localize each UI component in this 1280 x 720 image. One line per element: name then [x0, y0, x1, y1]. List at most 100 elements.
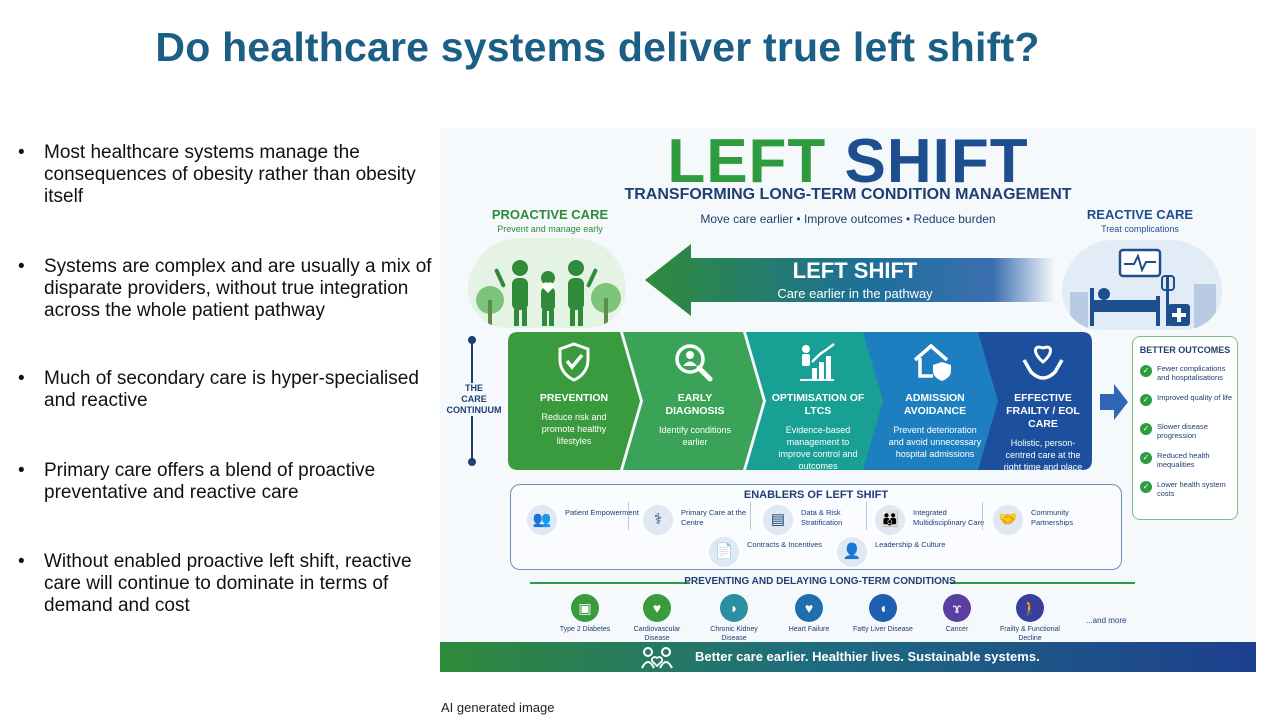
outcomes-title: BETTER OUTCOMES — [1139, 345, 1231, 355]
left-shift-infographic: LEFT SHIFT TRANSFORMING LONG-TERM CONDIT… — [440, 128, 1256, 672]
stage-prevention: PREVENTION Reduce risk and promote healt… — [508, 332, 640, 470]
prevent-line-right — [950, 582, 1135, 584]
condition-item: ɤ Cancer — [922, 594, 992, 634]
bullet-item: • Without enabled proactive left shift, … — [18, 551, 438, 617]
stage-early-diagnosis: EARLY DIAGNOSIS Identify conditions earl… — [623, 332, 763, 470]
condition-item: ♥ Cardiovascular Disease — [622, 594, 692, 643]
condition-item: ▣ Type 2 Diabetes — [550, 594, 620, 634]
magnifier-person-icon — [675, 344, 713, 382]
condition-label: Chronic Kidney Disease — [710, 626, 758, 642]
check-icon: ✓ — [1140, 423, 1152, 435]
check-icon: ✓ — [1140, 394, 1152, 406]
people-icon: 👥 — [527, 505, 557, 535]
bullet-symbol: • — [18, 460, 25, 481]
leader-icon: 👤 — [837, 537, 867, 567]
stage-title: PREVENTION — [539, 392, 609, 404]
reactive-care-illustration — [1062, 240, 1222, 330]
liver-icon: ◖ — [869, 594, 897, 622]
reactive-care-subtitle: Treat complications — [1101, 224, 1179, 234]
growth-chart-icon — [800, 343, 835, 381]
bullet-symbol: • — [18, 368, 25, 389]
footer-banner: Better care earlier. Healthier lives. Su… — [440, 642, 1256, 672]
heart-organ-icon: ♥ — [643, 594, 671, 622]
left-shift-arrow-text: LEFT SHIFT Care earlier in the pathway — [740, 258, 970, 301]
arrow-subtitle: Care earlier in the pathway — [777, 286, 933, 301]
bullet-text: Primary care offers a blend of proactive… — [44, 460, 376, 503]
stage-title: EFFECTIVE FRAILTY / EOL CARE — [1006, 392, 1080, 430]
hospital-bed-icon — [1070, 248, 1216, 328]
walking-person-icon: 🚶 — [1016, 594, 1044, 622]
continuum-dot-bottom — [468, 458, 476, 466]
stage-desc: Prevent deterioration and avoid unnecess… — [888, 425, 982, 459]
slide-title: Do healthcare systems deliver true left … — [155, 24, 1040, 70]
continuum-line3: CONTINUUM — [446, 405, 502, 415]
better-outcomes-panel: BETTER OUTCOMES ✓ Fewer complications and… — [1132, 336, 1238, 520]
stage-text: ADMISSION AVOIDANCE Prevent deterioratio… — [887, 392, 983, 460]
handshake-icon: 🤝 — [993, 505, 1023, 535]
enabler-label: Data & Risk Stratification — [801, 508, 843, 527]
enabler-divider — [628, 502, 629, 530]
shield-check-icon — [558, 342, 590, 382]
stage-desc: Evidence-based management to improve con… — [778, 425, 858, 471]
reactive-care-title: REACTIVE CARE — [1086, 207, 1194, 222]
glucometer-icon: ▣ — [571, 594, 599, 622]
heart-hands-icon — [1022, 345, 1064, 380]
image-caption: AI generated image — [441, 700, 555, 715]
proactive-care-illustration — [468, 238, 626, 328]
condition-label: Heart Failure — [788, 626, 830, 633]
ribbon-icon: ɤ — [943, 594, 971, 622]
enabler-label: Integrated Multidisciplinary Care — [913, 508, 985, 527]
infographic-subtitle: TRANSFORMING LONG-TERM CONDITION MANAGEM… — [624, 186, 1072, 203]
enabler-label: Patient Empowerment — [565, 508, 639, 517]
proactive-care-subtitle: Prevent and manage early — [497, 224, 603, 234]
outcome-text: Fewer complications and hospitalisations — [1157, 364, 1226, 382]
bullet-list: • Most healthcare systems manage the con… — [18, 142, 438, 617]
stage-text: OPTIMISATION OF LTCS Evidence-based mana… — [770, 392, 866, 472]
enabler-divider — [982, 502, 983, 530]
stage-desc: Identify conditions earlier — [658, 425, 732, 447]
enablers-panel: ENABLERS OF LEFT SHIFT 👥 Patient Empower… — [510, 484, 1122, 570]
check-icon: ✓ — [1140, 365, 1152, 377]
stage-title: ADMISSION AVOIDANCE — [903, 392, 967, 417]
condition-label: Cancer — [945, 626, 969, 633]
enabler-label: Primary Care at the Centre — [681, 508, 747, 527]
enabler-label: Leadership & Culture — [875, 540, 946, 549]
home-shield-icon — [913, 343, 951, 381]
title-word-left: LEFT — [667, 128, 827, 196]
bullet-item: • Primary care offers a blend of proacti… — [18, 460, 438, 504]
condition-label: Type 2 Diabetes — [559, 626, 611, 633]
outcome-text: Improved quality of life — [1157, 393, 1233, 402]
bullet-item: • Most healthcare systems manage the con… — [18, 142, 438, 208]
condition-item: ◗ Chronic Kidney Disease — [699, 594, 769, 643]
outcome-text: Slower disease progression — [1157, 422, 1208, 440]
outcome-item: ✓Lower health system costs — [1133, 480, 1237, 500]
continuum-dot-top — [468, 336, 476, 344]
stage-admission-avoidance: ADMISSION AVOIDANCE Prevent deterioratio… — [863, 332, 1003, 470]
bullet-text: Systems are complex and are usually a mi… — [44, 256, 432, 321]
outcome-text: Reduced health inequalities — [1157, 451, 1210, 469]
bullet-symbol: • — [18, 142, 25, 163]
kidney-icon: ◗ — [720, 594, 748, 622]
family-icon — [476, 260, 621, 328]
condition-item: ◖ Fatty Liver Disease — [848, 594, 918, 634]
bullet-symbol: • — [18, 256, 25, 277]
stage-desc: Reduce risk and promote healthy lifestyl… — [541, 412, 607, 446]
proactive-care-title: PROACTIVE CARE — [491, 207, 609, 222]
check-icon: ✓ — [1140, 481, 1152, 493]
continuum-line1: THE — [465, 383, 483, 393]
tablet-chart-icon: ▤ — [763, 505, 793, 535]
stage-frailty-eol: EFFECTIVE FRAILTY / EOL CARE Holistic, p… — [978, 332, 1092, 472]
stage-optimisation: OPTIMISATION OF LTCS Evidence-based mana… — [746, 332, 886, 472]
outcome-item: ✓ Fewer complications and hospitalisation… — [1133, 364, 1237, 384]
team-icon: 👪 — [875, 505, 905, 535]
care-continuum-label: THE CARE CONTINUUM — [444, 383, 504, 416]
family-heart-icon — [641, 647, 673, 669]
prevent-title: PREVENTING AND DELAYING LONG-TERM CONDIT… — [684, 576, 956, 587]
enabler-label: Community Partnerships — [1031, 508, 1074, 527]
enabler-divider — [866, 502, 867, 530]
condition-item: 🚶 Frailty & Functional Decline — [995, 594, 1065, 643]
title-word-shift: SHIFT — [844, 128, 1029, 196]
bullet-text: Without enabled proactive left shift, re… — [44, 551, 412, 616]
arrow-title: LEFT SHIFT — [792, 258, 918, 283]
prevent-line-left — [530, 582, 690, 584]
